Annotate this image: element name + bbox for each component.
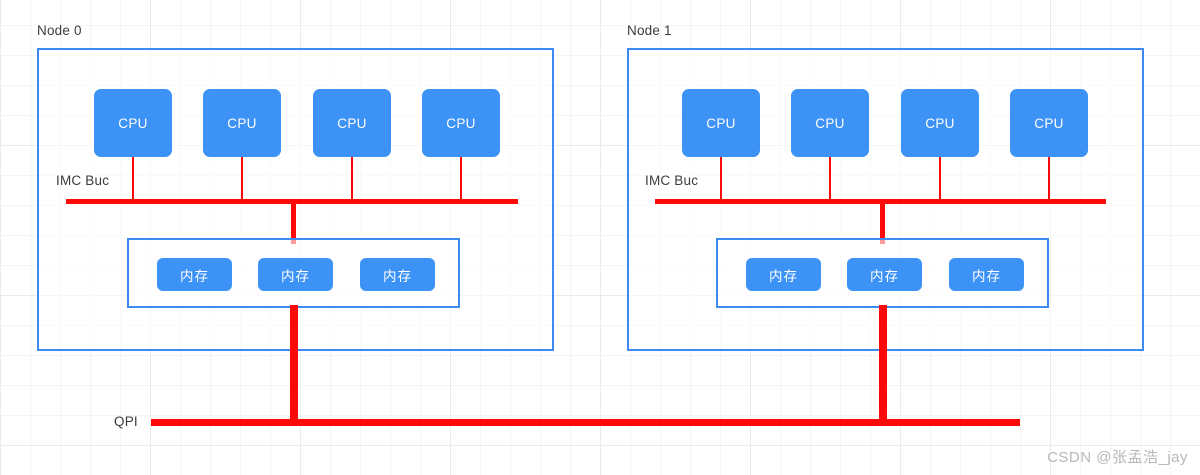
node-1-cpu-3-wire <box>939 157 941 202</box>
node-0-cpu-1-wire <box>132 157 134 202</box>
node-1-bus-to-memory-wire <box>880 199 885 244</box>
node-0-cpu-2-wire <box>241 157 243 202</box>
node-0-cpu-3-wire <box>351 157 353 202</box>
node-0-qpi-drop-wire <box>290 305 298 423</box>
node-1-label: Node 1 <box>627 23 672 38</box>
node-0-memory-3[interactable]: 内存 <box>360 258 435 291</box>
node-1-cpu-2-wire <box>829 157 831 202</box>
node-0-memory-2[interactable]: 内存 <box>258 258 333 291</box>
node-1-memory-2[interactable]: 内存 <box>847 258 922 291</box>
node-1-cpu-2[interactable]: CPU <box>791 89 869 157</box>
node-0-cpu-4[interactable]: CPU <box>422 89 500 157</box>
node-0-imc-bus-label: IMC Buc <box>56 173 110 188</box>
node-1-cpu-4-wire <box>1048 157 1050 202</box>
qpi-bus-line <box>151 419 1020 426</box>
node-0-bus-to-memory-wire <box>291 199 296 244</box>
node-1-cpu-4[interactable]: CPU <box>1010 89 1088 157</box>
node-0-cpu-1[interactable]: CPU <box>94 89 172 157</box>
node-0-cpu-3[interactable]: CPU <box>313 89 391 157</box>
node-1-cpu-3[interactable]: CPU <box>901 89 979 157</box>
node-0-cpu-4-wire <box>460 157 462 202</box>
node-0-cpu-2[interactable]: CPU <box>203 89 281 157</box>
qpi-label: QPI <box>114 414 138 429</box>
node-1-imc-bus-label: IMC Buc <box>645 173 699 188</box>
node-0-memory-1[interactable]: 内存 <box>157 258 232 291</box>
node-1-cpu-1[interactable]: CPU <box>682 89 760 157</box>
node-1-qpi-drop-wire <box>879 305 887 423</box>
node-1-memory-1[interactable]: 内存 <box>746 258 821 291</box>
watermark: CSDN @张孟浩_jay <box>1047 449 1188 466</box>
node-1-cpu-1-wire <box>720 157 722 202</box>
node-0-label: Node 0 <box>37 23 82 38</box>
node-1-memory-3[interactable]: 内存 <box>949 258 1024 291</box>
